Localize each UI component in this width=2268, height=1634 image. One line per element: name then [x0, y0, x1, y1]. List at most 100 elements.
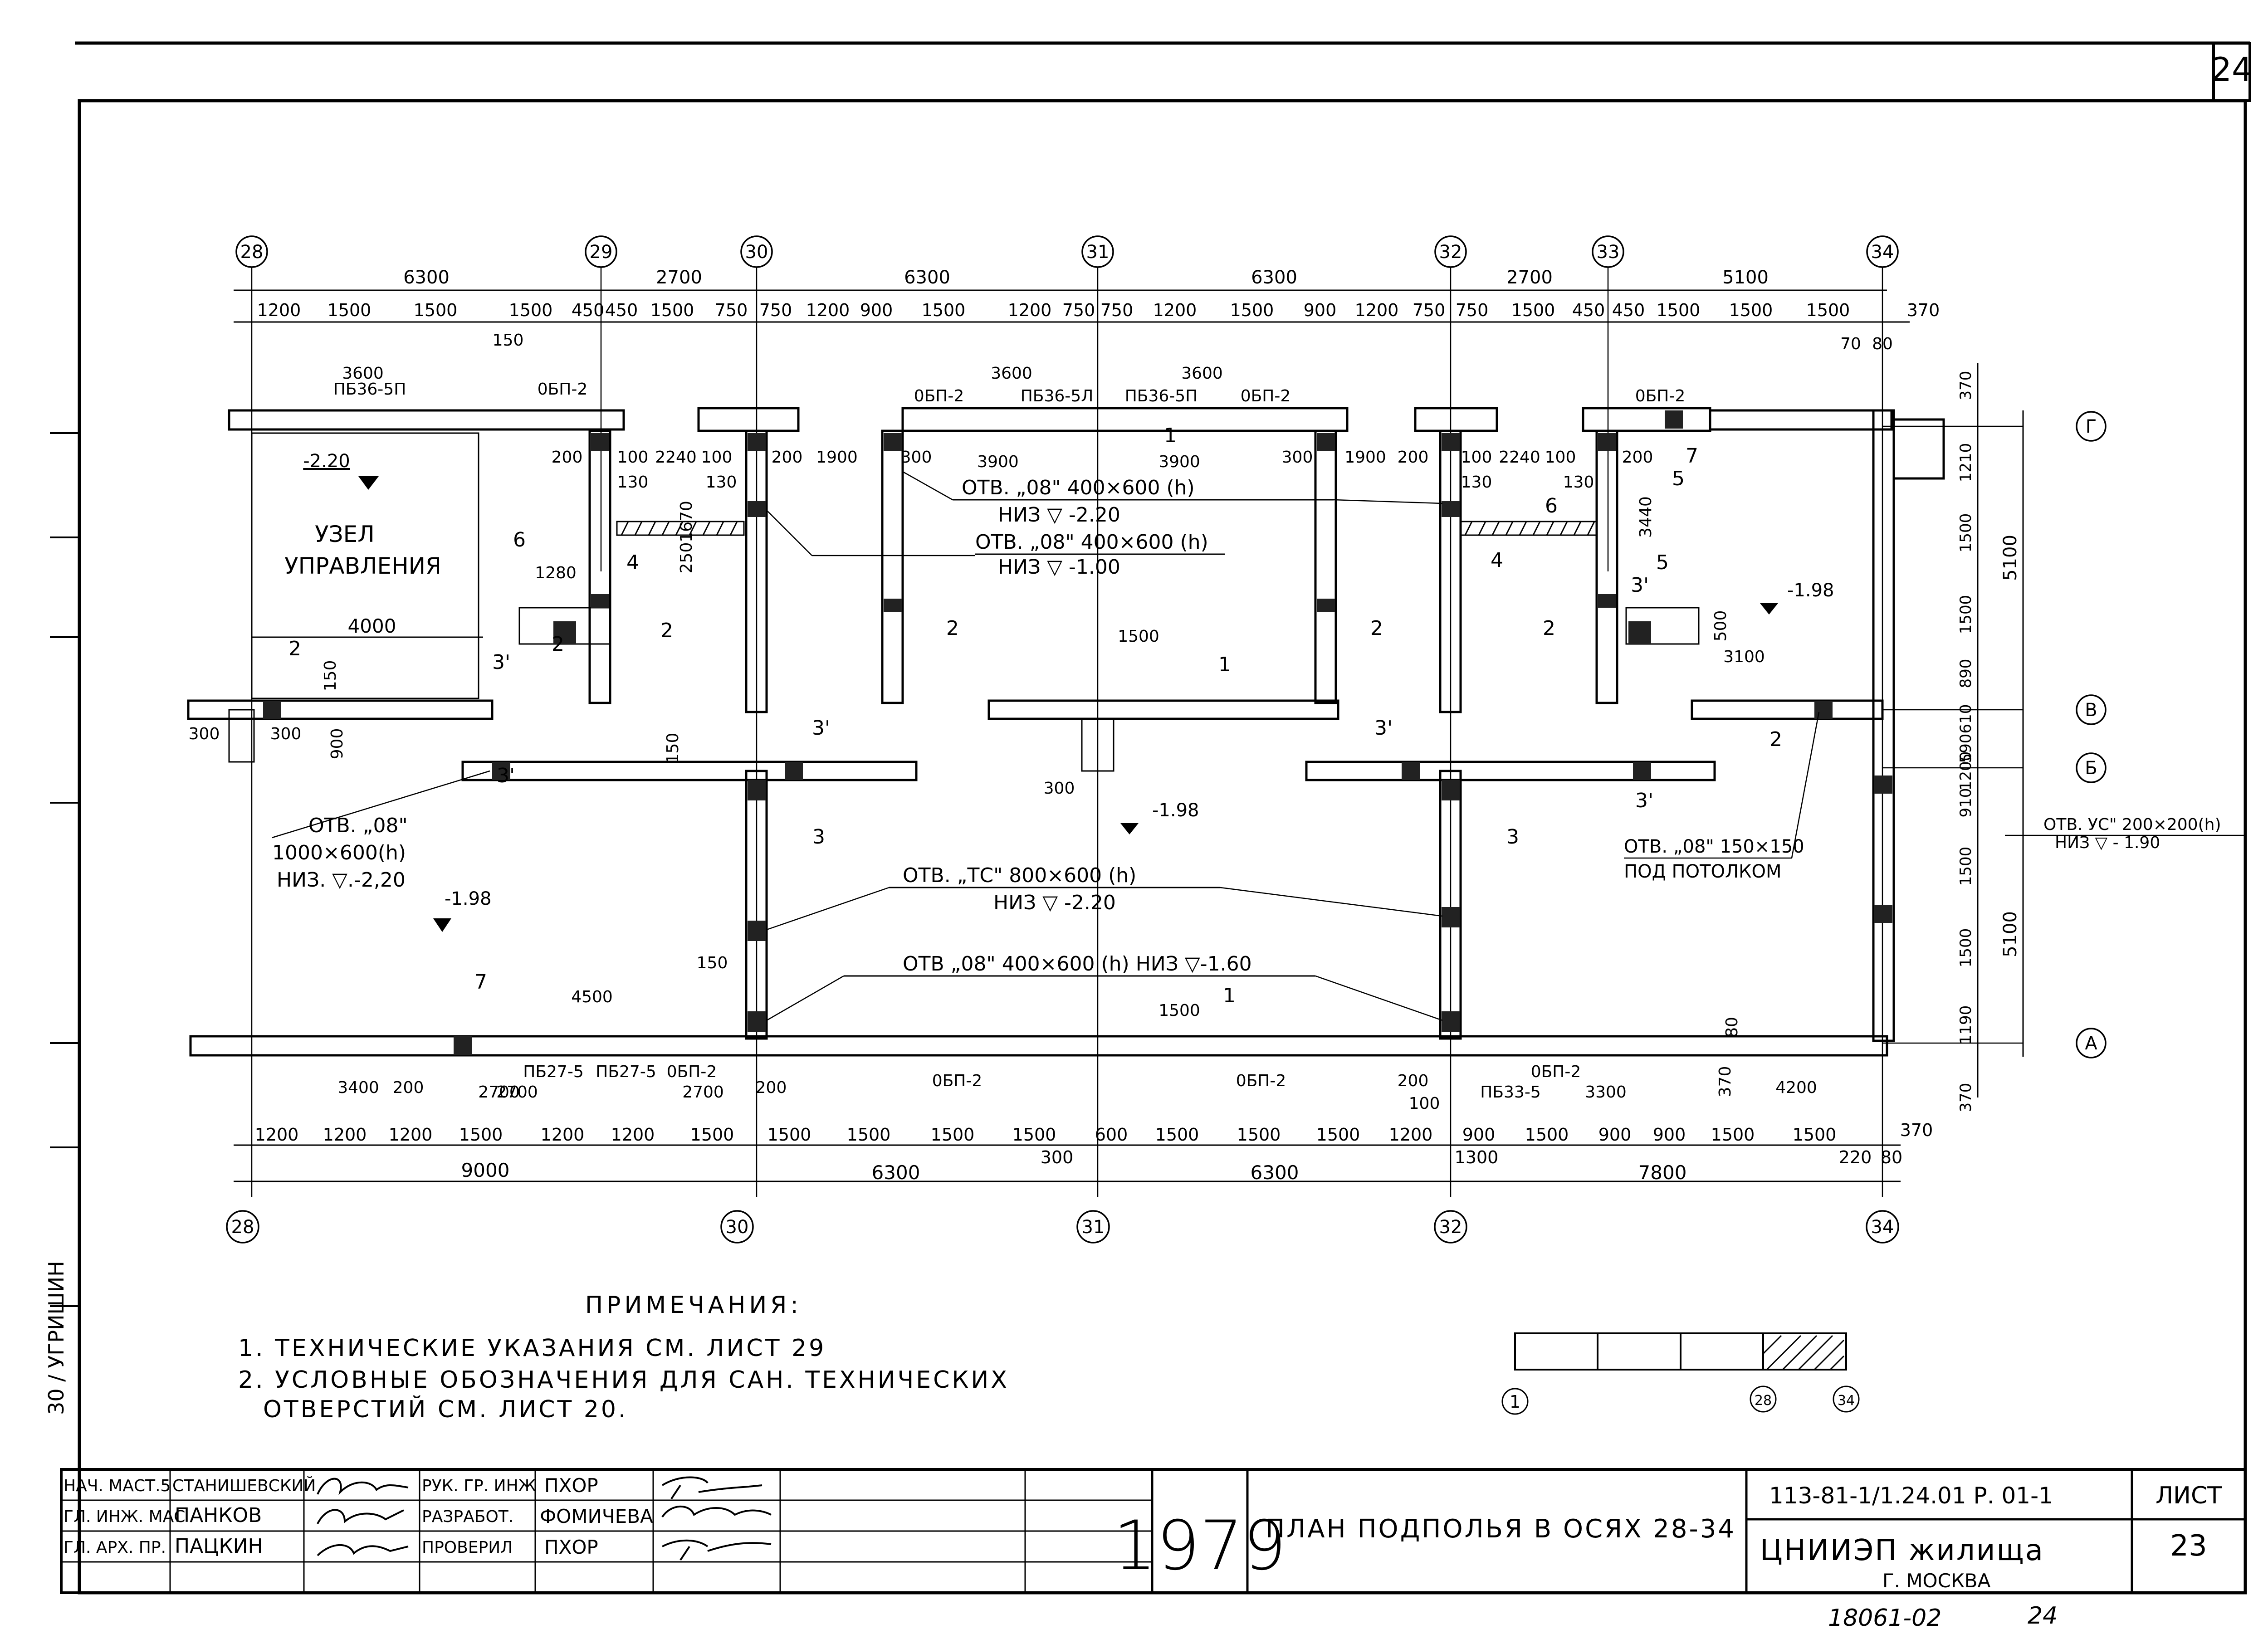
right-seg: 1500	[1957, 595, 1975, 634]
callout-number: 2	[1543, 617, 1555, 640]
opening-2-line1: ОТВ. „08" 400×600 (h)	[975, 531, 1208, 554]
level-markers: -1.98 -1.98 -1.98	[433, 580, 1834, 932]
opening-2-line2: НИЗ ▽ -1.00	[998, 556, 1120, 579]
level-1: -1.98	[1787, 580, 1834, 601]
opening-right-2: ПОД ПОТОЛКОМ	[1624, 861, 1781, 882]
top-axis-markers: 28 29 30 31 32 33 34	[235, 235, 1899, 268]
callouts: 1 1 1 2 2 2 2 2 2 2 3 3 3' 3' 3' 3' 3' 3…	[288, 424, 1782, 1007]
axis-top-32: 32	[1439, 242, 1462, 263]
bottom-seg: 1200	[389, 1125, 433, 1145]
top-seg: 1200	[806, 300, 850, 320]
callout-number: 4	[626, 551, 639, 574]
role-2: ГЛ. ИНЖ. МАС	[64, 1507, 185, 1526]
callout-number: 3'	[497, 764, 515, 787]
bottom-seg: 600	[1095, 1125, 1128, 1145]
top-dimensions: 6300 2700 6300 6300 2700 5100 1200 1500 …	[234, 267, 1940, 323]
dim: 150	[493, 331, 524, 350]
dim: 1500	[1158, 1001, 1200, 1020]
bottom-seg: 1200	[323, 1125, 367, 1145]
bottom-seg: 1500	[1012, 1125, 1056, 1145]
dim: 3900	[977, 453, 1019, 471]
top-seg: 750	[1062, 300, 1095, 320]
opening-yc-2: НИЗ ▽ - 1.90	[2055, 834, 2160, 852]
org-name: ЦНИИЭП жилища	[1760, 1534, 2044, 1567]
sheet-label: ЛИСТ	[2156, 1482, 2222, 1509]
dim: 70	[1840, 335, 1861, 353]
notes-title: ПРИМЕЧАНИЯ:	[585, 1292, 802, 1319]
side-stamp-text: 30 / УГРИШИН	[44, 1261, 68, 1415]
bottom-span: 7800	[1638, 1161, 1687, 1184]
role-right-2: РАЗРАБОТ.	[422, 1507, 513, 1526]
opening-left-3: НИЗ. ▽.-2,20	[277, 868, 406, 892]
top-seg: 1500	[1657, 300, 1701, 320]
opening-3: ОТВ „08" 400×600 (h) НИЗ ▽-1.60	[903, 952, 1252, 976]
top-span-3: 6300	[904, 267, 950, 288]
callout-number: 2	[1769, 728, 1782, 751]
callout-number: 1	[1164, 424, 1177, 447]
bottom-seg: 1500	[1525, 1125, 1569, 1145]
bottom-seg: 900	[1462, 1125, 1496, 1145]
opening-right-1: ОТВ. „08" 150×150	[1624, 836, 1804, 857]
misc-dimensions: 200 100 2240 100 200 1900 300 3900 3900 …	[189, 331, 1893, 1113]
bottom-seg: 1200	[255, 1125, 299, 1145]
name-left-1: СТАНИШЕВСКИЙ	[172, 1476, 316, 1495]
right-axis-markers: Г В Б А 370 1210 1500 1500 890 610 590 1…	[1957, 363, 2107, 1112]
bottom-seg: 1500	[1711, 1125, 1755, 1145]
panel-label: 0БП-2	[1236, 1072, 1286, 1090]
callout-number: 6	[513, 528, 526, 551]
callout-number: 3'	[812, 717, 830, 740]
right-seg: 1500	[1957, 513, 1975, 553]
control-room: -2.20 УЗЕЛ УПРАВЛЕНИЯ 4000	[252, 451, 483, 638]
callout-number: 6	[1545, 494, 1558, 517]
panel-label: 0БП-2	[538, 380, 588, 399]
dim: 100	[1461, 448, 1492, 467]
top-seg: 1500	[509, 300, 553, 320]
axis-right-А: А	[2085, 1033, 2097, 1054]
dim: 200	[1622, 448, 1653, 467]
dim: 2240	[655, 448, 697, 467]
callout-number: 1	[1223, 984, 1236, 1007]
dim: 1670	[677, 501, 696, 542]
name-right-1: ПХОР	[544, 1474, 598, 1497]
role-3: ГЛ. АРХ. ПР.	[64, 1538, 166, 1557]
panel-label: 2700	[682, 1083, 724, 1102]
top-seg: 1200	[257, 300, 301, 320]
name-left-2: ПАНКОВ	[175, 1504, 262, 1527]
name-left-3: ПАЦКИН	[175, 1535, 263, 1558]
top-seg: 1500	[650, 300, 694, 320]
room-width: 4000	[348, 615, 396, 637]
top-seg: 750	[1413, 300, 1446, 320]
opening-left-2: 1000×600(h)	[272, 841, 406, 864]
bottom-span: 6300	[872, 1161, 920, 1184]
dim: 1900	[1344, 448, 1386, 467]
dim: 150	[664, 733, 682, 764]
axis-grid	[251, 268, 2023, 1197]
opening-left-1: ОТВ. „08"	[308, 814, 408, 837]
top-seg: 750	[715, 300, 748, 320]
right-span-2: 5100	[2000, 911, 2021, 957]
year: 1979	[1113, 1507, 1286, 1585]
callout-number: 2	[946, 617, 959, 640]
dim: 900	[328, 728, 347, 760]
dim: 100	[701, 448, 733, 467]
bottom-seg: 1500	[1237, 1125, 1281, 1145]
axis-bottom-34: 34	[1871, 1217, 1894, 1238]
panel-label: 0БП-2	[1241, 387, 1291, 405]
dim: 3100	[1723, 648, 1765, 666]
dim: 3400	[337, 1078, 379, 1097]
top-seg: 370	[1907, 300, 1940, 320]
right-seg: 910	[1957, 788, 1975, 818]
axis-top-28: 28	[240, 242, 264, 263]
dim: 80	[1872, 335, 1893, 353]
note-2-cont: ОТВЕРСТИЙ СМ. ЛИСТ 20.	[263, 1395, 628, 1423]
notes: ПРИМЕЧАНИЯ: 1. ТЕХНИЧЕСКИЕ УКАЗАНИЯ СМ. …	[238, 1292, 1009, 1423]
callout-number: 2	[552, 633, 564, 656]
callout-number: 3'	[1631, 574, 1649, 597]
bottom-seg: 1500	[1793, 1125, 1837, 1145]
callout-number: 3	[812, 825, 825, 849]
note-2: 2. УСЛОВНЫЕ ОБОЗНАЧЕНИЯ ДЛЯ САН. ТЕХНИЧЕ…	[238, 1366, 1009, 1394]
bottom-seg: 1500	[1316, 1125, 1360, 1145]
level-marker-icon	[1760, 603, 1778, 615]
dim: 150	[697, 954, 728, 972]
dim: 200	[1398, 448, 1429, 467]
